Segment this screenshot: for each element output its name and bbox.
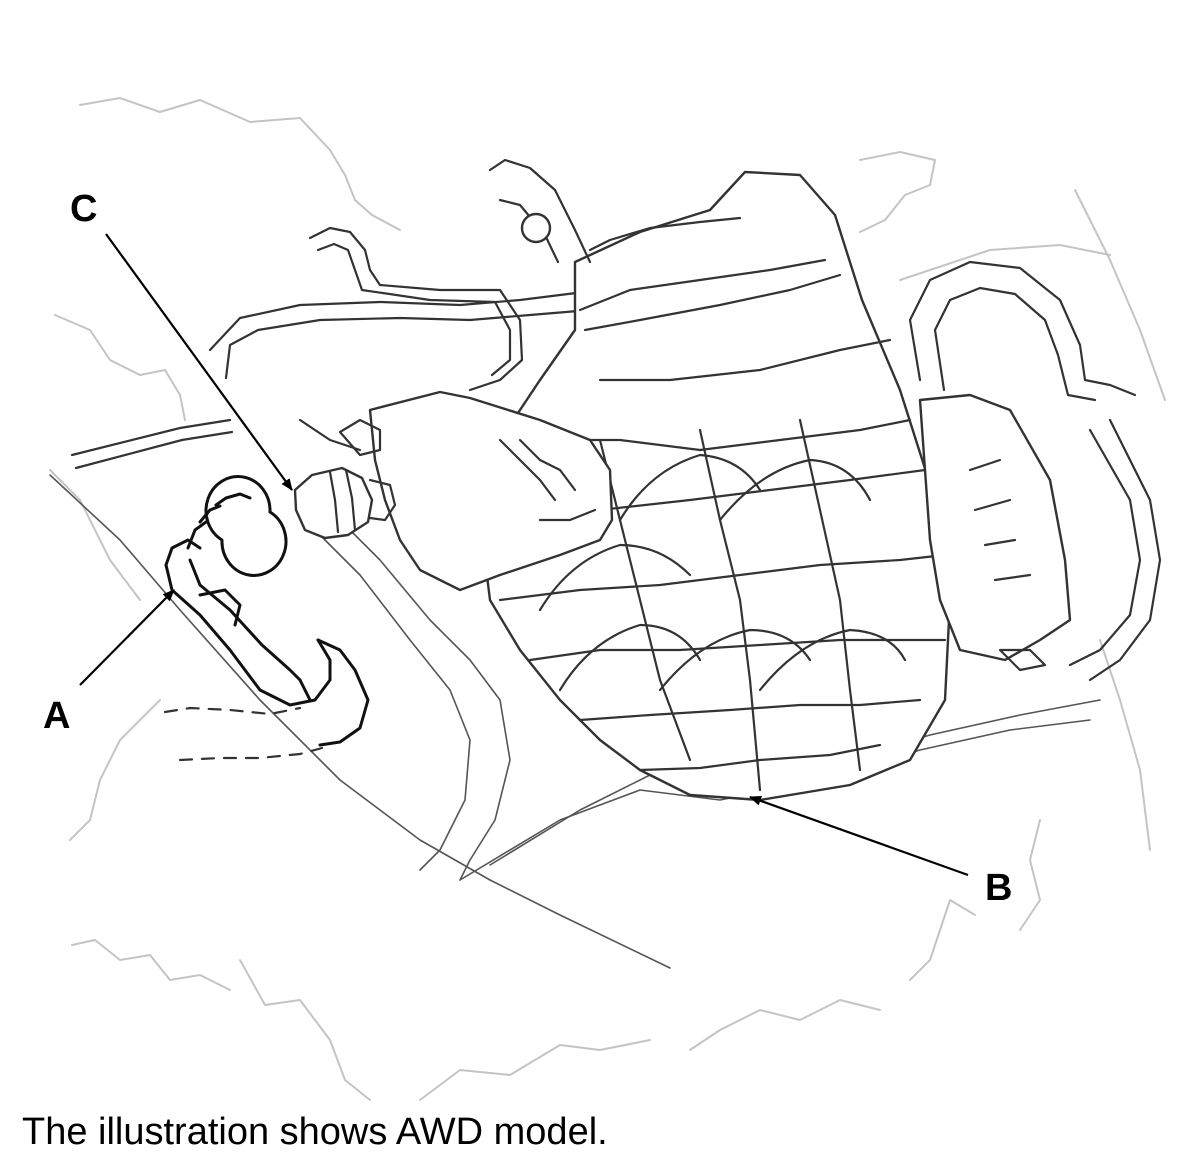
callout-label-b: B	[985, 867, 1013, 909]
purge-valve-box	[338, 390, 614, 592]
leader-line-c	[105, 233, 293, 491]
vent-hose-a	[163, 475, 370, 762]
leader-line-a	[79, 589, 175, 686]
leader-line-b	[749, 795, 969, 877]
vent-connector-c	[293, 466, 397, 540]
fuel-lines	[208, 226, 602, 452]
callout-label-c: C	[70, 188, 98, 230]
illustration-caption: The illustration shows AWD model.	[22, 1111, 608, 1153]
callout-label-a: A	[43, 695, 71, 737]
right-hose-assembly	[908, 260, 1162, 682]
evap-canister	[478, 158, 952, 802]
vehicle-body-outline	[49, 97, 1166, 1101]
